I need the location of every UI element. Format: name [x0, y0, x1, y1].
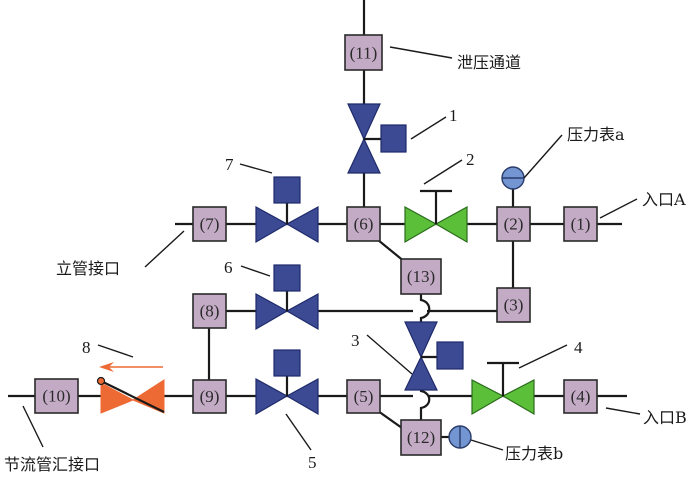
- leader-lines: [22, 46, 641, 451]
- valve-5[interactable]: [255, 349, 319, 416]
- leader-relief: [389, 46, 453, 59]
- valve-2-left-triangle: [404, 205, 438, 244]
- valve-6-right-triangle: [285, 292, 319, 331]
- leader-riser: [144, 230, 185, 268]
- valve-8-number: 8: [82, 338, 91, 357]
- valve-8-flap: [100, 380, 165, 413]
- node-2[interactable]: (2): [496, 206, 531, 242]
- valve-3-number: 3: [351, 331, 360, 350]
- node-5-label: (5): [354, 387, 374, 406]
- valve-5-number: 5: [308, 453, 317, 472]
- valve-7-actuator-icon: [273, 176, 301, 204]
- valve-4-number: 4: [574, 338, 583, 357]
- valve-1-lower-triangle: [347, 137, 381, 174]
- valve-3-lower-triangle: [404, 355, 438, 391]
- node-3[interactable]: (3): [496, 287, 531, 323]
- valve-4[interactable]: [471, 361, 535, 416]
- leader-valve-5: [285, 413, 312, 451]
- node-9-label: (9): [200, 387, 220, 406]
- node-1[interactable]: (1): [563, 206, 598, 242]
- valve-7[interactable]: [255, 176, 319, 244]
- valve-1-upper-triangle: [347, 103, 381, 141]
- node-7[interactable]: (7): [192, 206, 227, 242]
- valve-2-right-triangle: [434, 205, 468, 244]
- leader-valve-3: [366, 334, 413, 375]
- label-relief-channel: 泄压通道: [457, 53, 521, 72]
- label-riser-interface: 立管接口: [56, 259, 120, 278]
- valve-7-right-triangle: [285, 205, 319, 244]
- valve-3-actuator-icon: [436, 341, 464, 370]
- valve-4-right-triangle: [501, 379, 535, 416]
- leader-choke: [22, 405, 44, 448]
- node-9[interactable]: (9): [192, 379, 227, 414]
- node-12[interactable]: (12): [400, 419, 442, 456]
- valve-5-right-triangle: [285, 377, 319, 416]
- node-8-label: (8): [200, 302, 220, 321]
- valve-6-left-triangle: [255, 292, 289, 331]
- node-10[interactable]: (10): [34, 378, 79, 414]
- valve-1-actuator-icon: [380, 124, 407, 153]
- valve-6-number: 6: [224, 258, 233, 277]
- leader-inlet-a: [599, 198, 638, 219]
- label-inlet-a: 入口A: [642, 190, 686, 209]
- label-inlet-b: 入口B: [643, 408, 687, 427]
- valve-numbers: 1 2 3 4 5 6 7 8: [82, 106, 583, 472]
- node-1-label: (1): [571, 215, 591, 234]
- node-13-label: (13): [407, 267, 435, 286]
- leader-gauge-a: [523, 134, 563, 179]
- node-12-label: (12): [407, 428, 435, 447]
- leader-valve-2: [423, 159, 463, 185]
- node-4-label: (4): [571, 387, 591, 406]
- node-10-label: (10): [42, 387, 70, 406]
- node-6[interactable]: (6): [346, 206, 381, 242]
- leader-gauge-b: [470, 439, 504, 451]
- label-gauge-a: 压力表a: [567, 125, 625, 144]
- leader-valve-8: [97, 344, 134, 358]
- pipe-13-v3-hop: [419, 294, 431, 322]
- node-boxes: (11) (7) (6) (2) (1) (13) (3) (8): [34, 34, 598, 456]
- valve-7-number: 7: [225, 155, 234, 174]
- valve-7-left-triangle: [255, 205, 289, 244]
- valve-2[interactable]: [404, 189, 468, 244]
- flow-direction-arrow-icon: [99, 362, 114, 372]
- valve-1[interactable]: [347, 103, 407, 174]
- node-11[interactable]: (11): [344, 34, 383, 71]
- valve-8-hinge-icon: [96, 376, 106, 386]
- leader-valve-6: [240, 265, 271, 277]
- pressure-gauge-b[interactable]: [448, 425, 472, 449]
- node-2-label: (2): [504, 215, 524, 234]
- node-4[interactable]: (4): [563, 379, 598, 414]
- text-labels: 泄压通道 压力表a 入口A 立管接口 节流管汇接口 入口B 压力表b: [4, 53, 687, 474]
- leader-valve-4: [518, 344, 568, 369]
- node-11-label: (11): [350, 44, 378, 63]
- node-6-label: (6): [354, 215, 374, 234]
- pressure-gauge-a[interactable]: [501, 166, 525, 190]
- pipe-5-12: [377, 410, 403, 429]
- node-5[interactable]: (5): [346, 379, 381, 414]
- valve-3[interactable]: [404, 321, 464, 391]
- valve-3-upper-triangle: [404, 321, 438, 359]
- leader-inlet-b: [605, 407, 641, 415]
- valve-6[interactable]: [255, 264, 319, 331]
- valve-5-left-triangle: [255, 377, 289, 416]
- node-13[interactable]: (13): [400, 258, 442, 295]
- pipe-v3-12-hop: [419, 389, 431, 420]
- label-choke-manifold-interface: 节流管汇接口: [4, 455, 100, 474]
- valve-2-number: 2: [466, 150, 475, 169]
- valve-8[interactable]: [96, 362, 165, 414]
- valve-4-left-triangle: [471, 379, 505, 416]
- valve-8-right-wedge: [131, 379, 165, 414]
- node-7-label: (7): [200, 215, 220, 234]
- leader-valve-1: [410, 116, 447, 140]
- valve-6-actuator-icon: [273, 264, 301, 292]
- leader-valve-7: [239, 163, 273, 174]
- label-gauge-b: 压力表b: [505, 444, 563, 463]
- node-3-label: (3): [504, 296, 524, 315]
- valve-8-left-wedge: [100, 382, 135, 414]
- valve-5-actuator-icon: [273, 349, 301, 377]
- node-8[interactable]: (8): [192, 293, 227, 329]
- valve-1-number: 1: [449, 106, 458, 125]
